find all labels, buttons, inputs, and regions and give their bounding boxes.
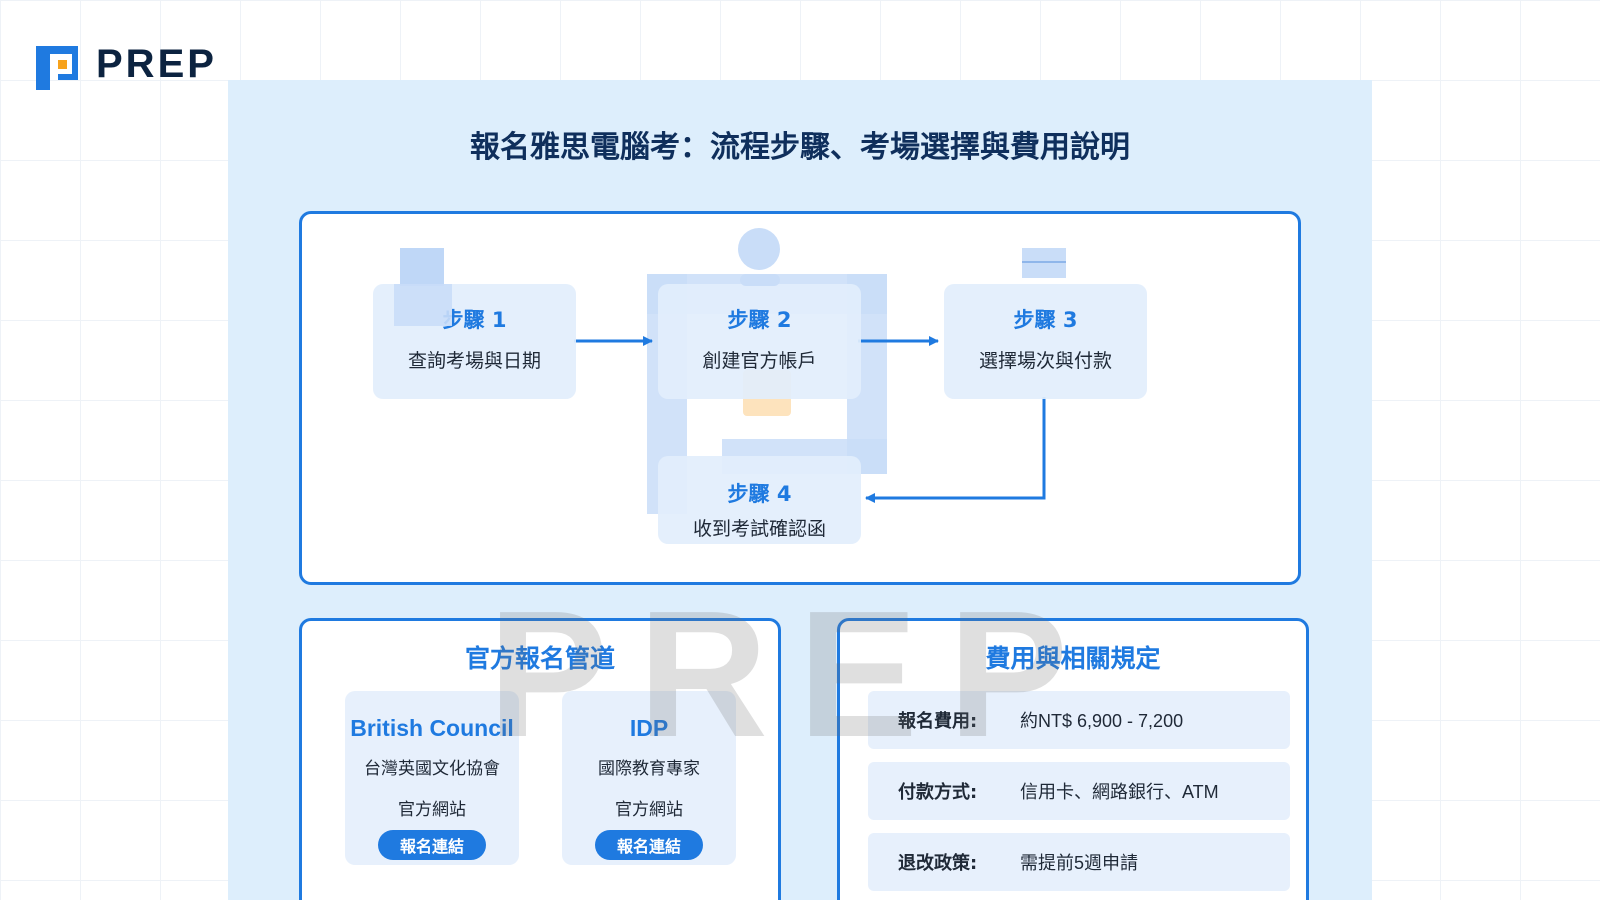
user-icon [738,228,780,286]
fees-title: 費用與相關規定 [985,644,1161,673]
fee-row: 付款方式: 信用卡、網路銀行、ATM [868,762,1290,820]
fee-label: 退改政策: [898,853,978,874]
channels-title: 官方報名管道 [464,644,615,673]
card-icon [1022,248,1066,278]
calendar-icon [394,248,452,326]
fee-label: 付款方式: [898,782,978,803]
channel-link-text: 官方網站 [615,800,683,820]
channel-name: IDP [629,715,669,741]
channel-british-council: British Council 台灣英國文化協會 官方網站 報名連結 [345,691,519,865]
step-label: 步驟 4 [727,482,792,506]
step-3-box: 步驟 3 選擇場次與付款 [944,284,1147,399]
prep-logo-icon [36,38,88,90]
step-label: 步驟 3 [1013,308,1078,332]
fee-row: 報名費用: 約NT$ 6,900 - 7,200 [868,691,1290,749]
fees-card: 費用與相關規定 報名費用: 約NT$ 6,900 - 7,200 付款方式: 信… [837,618,1309,900]
prep-logo: PREP [36,38,217,90]
channels-card: 官方報名管道 British Council 台灣英國文化協會 官方網站 報名連… [299,618,781,900]
logo-text: PREP [96,41,217,86]
channel-link-text: 官方網站 [398,800,466,820]
step-label: 步驟 1 [442,308,507,332]
fee-value: 需提前5週申請 [1020,853,1139,873]
step-desc: 查詢考場與日期 [407,350,541,372]
step-desc: 選擇場次與付款 [978,350,1112,372]
channel-desc: 國際教育專家 [598,759,700,779]
channel-idp: IDP 國際教育專家 官方網站 報名連結 [562,691,736,865]
infographic-panel: 報名雅思電腦考：流程步驟、考場選擇與費用說明 步驟 1 查詢考場與日期 [228,80,1372,900]
step-label: 步驟 2 [727,308,792,332]
channel-desc: 台灣英國文化協會 [364,759,500,779]
flow-box: 步驟 1 查詢考場與日期 步驟 2 創建官方帳戶 步驟 3 選擇場次與付款 步驟… [299,211,1301,585]
register-link-button[interactable]: 報名連結 [377,830,486,860]
fee-value: 信用卡、網路銀行、ATM [1020,782,1219,802]
arrow-step3-to-step4 [865,397,1046,503]
fee-value: 約NT$ 6,900 - 7,200 [1020,711,1184,731]
step-desc: 收到考試確認函 [692,518,826,540]
step-desc: 創建官方帳戶 [702,350,817,372]
fee-label: 報名費用: [898,711,978,732]
register-link-button[interactable]: 報名連結 [594,830,703,860]
fee-row: 退改政策: 需提前5週申請 [868,833,1290,891]
step-4-box: 步驟 4 收到考試確認函 [658,456,861,544]
step-2-box: 步驟 2 創建官方帳戶 [658,284,861,399]
page-title: 報名雅思電腦考：流程步驟、考場選擇與費用說明 [470,130,1130,165]
channel-name: British Council [350,715,514,741]
